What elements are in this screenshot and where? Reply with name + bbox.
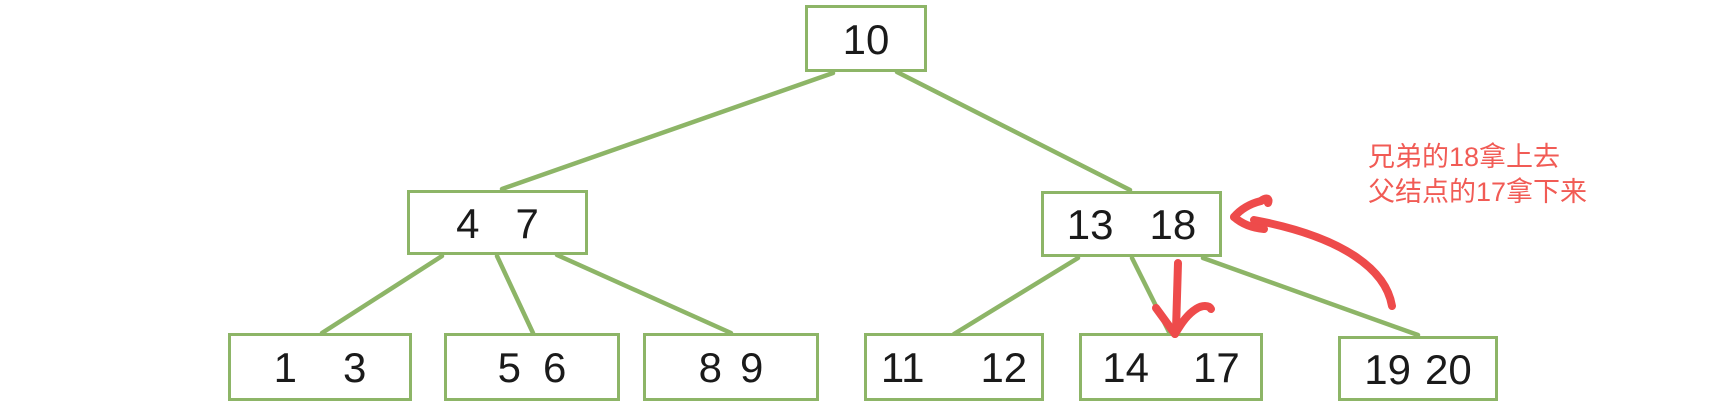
node-key: 13 [1066, 201, 1114, 248]
node-key: 4 [456, 199, 480, 247]
edge-left-to-leaf-5-6 [494, 253, 536, 336]
node-key: 5 [497, 344, 521, 391]
tree-node-19-20: 19 20 [1338, 336, 1498, 401]
tree-node-13-18: 13 18 [1041, 191, 1222, 257]
red-annotation-arrows [1152, 194, 1396, 338]
node-key: 8 [698, 344, 722, 391]
node-key: 18 [1149, 201, 1197, 248]
edge-left-to-leaf-8-9 [554, 252, 734, 336]
annotation-line-1: 兄弟的18拿上去 [1368, 142, 1561, 172]
curved-arrow-head-lower-barb [1230, 213, 1268, 233]
node-key: 9 [740, 344, 764, 391]
node-key: 6 [543, 344, 567, 391]
node-key: 17 [1193, 344, 1240, 391]
tree-node-5-6: 5 6 [444, 333, 620, 401]
tree-edges [319, 69, 1421, 338]
down-arrow-shaft [1172, 259, 1182, 334]
curved-arrow-shaft [1250, 216, 1396, 310]
node-key: 11 [880, 344, 925, 391]
down-arrow-head-right-barb [1171, 302, 1215, 338]
node-key: 14 [1102, 344, 1149, 391]
node-key: 7 [515, 199, 539, 247]
edge-root-to-right-internal [894, 69, 1133, 193]
node-key: 3 [343, 344, 367, 391]
tree-node-1-3: 1 3 [228, 333, 412, 401]
edge-right-to-leaf-19-20 [1200, 255, 1421, 338]
node-key: 19 [1364, 345, 1411, 393]
edge-right-to-leaf-11-12 [951, 255, 1081, 337]
curved-arrow-head-upper-barb [1230, 197, 1265, 221]
node-key: 12 [980, 344, 1028, 391]
tree-node-root: 10 [805, 5, 927, 72]
edge-root-to-left-internal [499, 70, 836, 192]
annotation-text: 兄弟的18拿上去 父结点的17拿下来 [1368, 140, 1587, 210]
edge-left-to-leaf-1-3 [319, 253, 445, 336]
node-key: 1 [273, 344, 297, 391]
annotation-line-2: 父结点的17拿下来 [1368, 177, 1588, 207]
down-arrow-head-left-barb [1152, 304, 1179, 338]
node-key: 20 [1425, 345, 1472, 393]
curved-arrow-head-hook [1257, 194, 1273, 207]
tree-node-14-17: 14 17 [1079, 333, 1263, 401]
tree-node-11-12: 11 12 [864, 333, 1044, 401]
tree-node-8-9: 8 9 [643, 333, 819, 401]
node-key: 10 [842, 15, 890, 63]
tree-node-4-7: 4 7 [407, 190, 588, 255]
